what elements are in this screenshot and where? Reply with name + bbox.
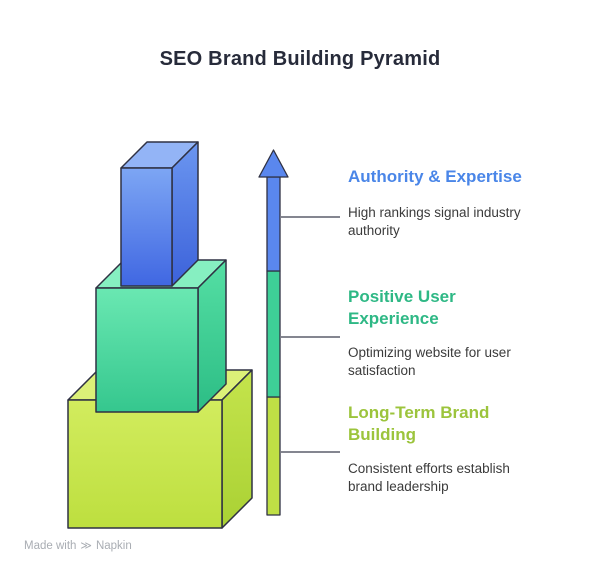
pyramid-top-block [120,141,199,287]
page-title: SEO Brand Building Pyramid [159,48,441,70]
section-authority-description: High rankings signal industry authority [348,205,521,238]
connector-lines [281,216,340,453]
arrow-head [258,149,289,178]
napkin-logo-icon: ≫ [80,539,92,552]
section-brand-heading: Long-Term Brand Building [348,403,490,445]
watermark-brand: Napkin [95,540,132,552]
section-brand-description: Consistent efforts establish brand leade… [348,461,510,494]
section-long-term-brand: Long-Term Brand Building Consistent effo… [348,402,533,496]
section-positive-user-experience: Positive User Experience Optimizing webs… [348,286,533,380]
section-authority-heading: Authority & Expertise [348,167,522,186]
arrow-segment-lime [266,396,281,516]
section-ux-description: Optimizing website for user satisfaction [348,345,511,378]
watermark: Made with ≫ Napkin [24,540,132,552]
level-arrow [258,149,289,516]
section-authority: Authority & Expertise High rankings sign… [348,166,533,240]
section-ux-heading: Positive User Experience [348,287,456,329]
watermark-prefix: Made with [24,540,77,552]
arrow-segment-blue [266,176,281,272]
arrow-segment-green [266,270,281,398]
